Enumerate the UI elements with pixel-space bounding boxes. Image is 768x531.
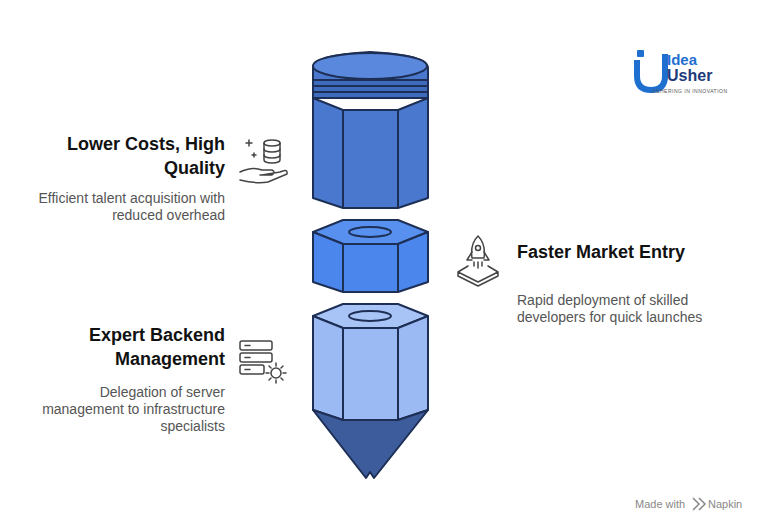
callout-heading: Faster Market Entry [517, 240, 685, 264]
callout-heading: Lower Costs, High Quality [50, 132, 225, 180]
watermark: Made with [635, 498, 685, 511]
callout-body: Efficient talent acquisition with reduce… [35, 190, 225, 224]
napkin-mark [693, 498, 705, 510]
watermark: Napkin [708, 498, 742, 511]
callout-body: Delegation of server management to infra… [20, 384, 225, 435]
logo-tagline: USHERING IN INNOVATION [652, 88, 728, 94]
logo-mark [637, 50, 665, 90]
logo-text: Usher [667, 68, 712, 84]
callout-heading: Expert Backend Management [50, 323, 225, 371]
callout-body: Rapid deployment of skilled developers f… [517, 292, 732, 326]
logo-text: Idea [667, 52, 697, 67]
